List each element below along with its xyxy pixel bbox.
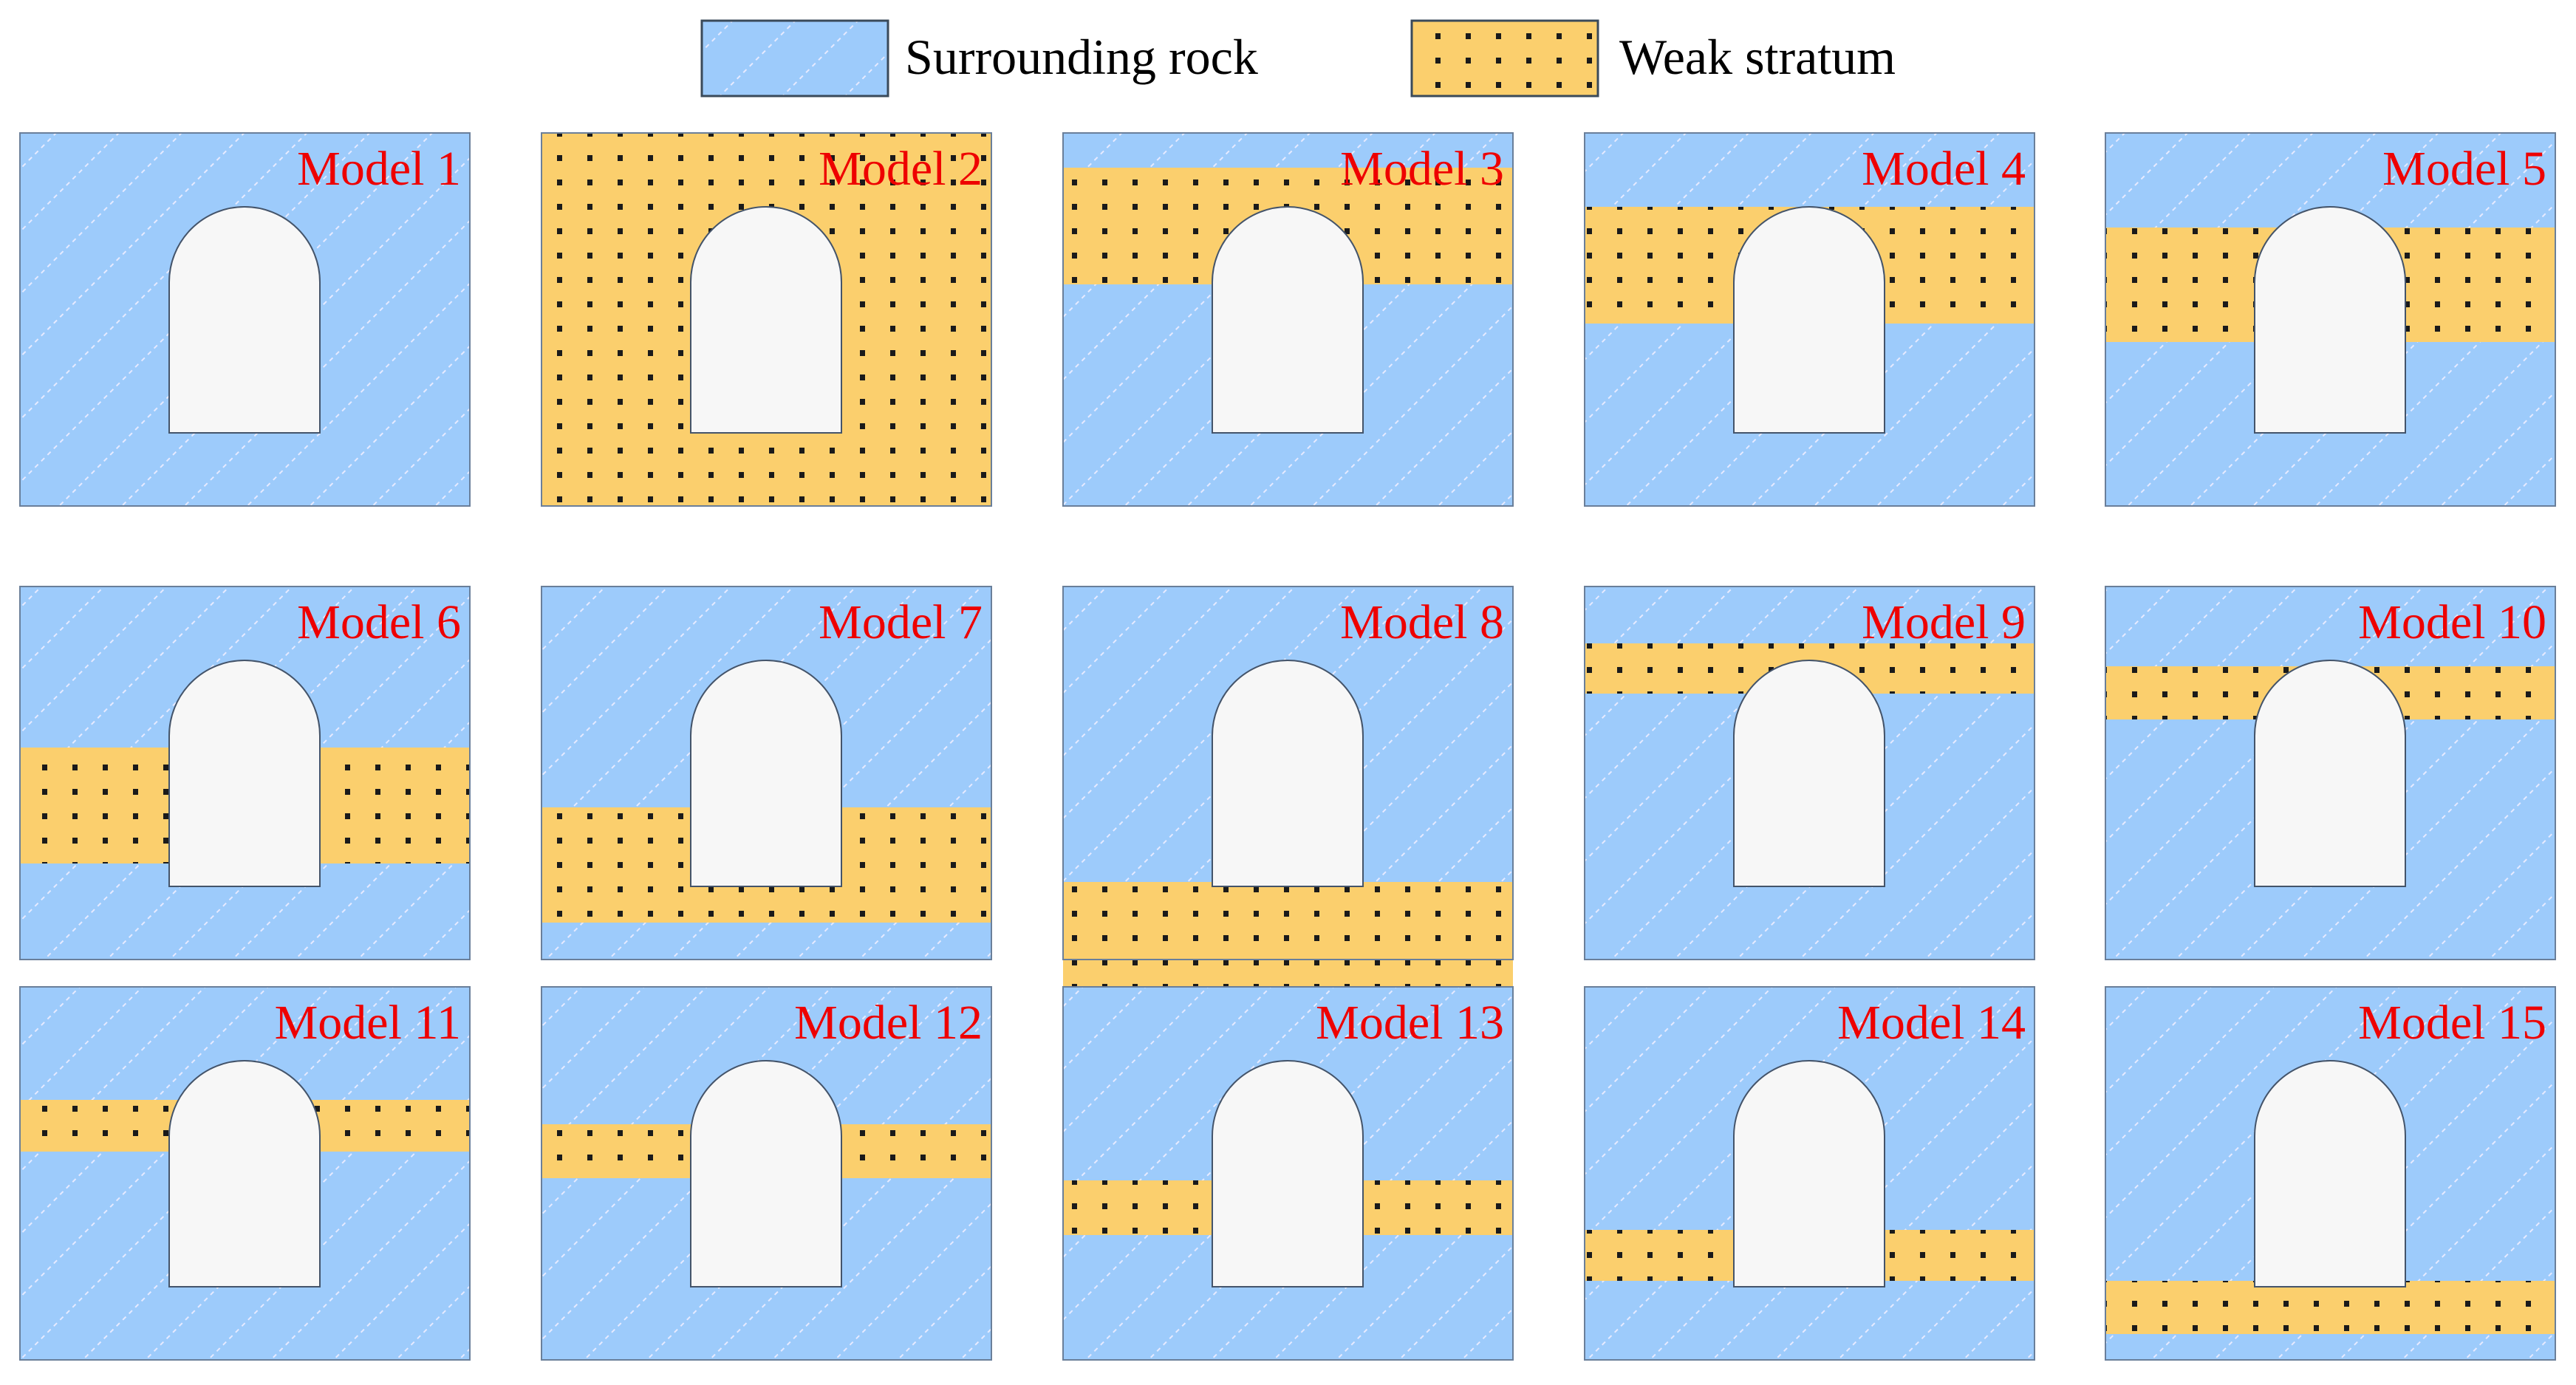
model-label: Model 13 xyxy=(1316,996,1504,1050)
model-label: Model 5 xyxy=(2382,142,2546,196)
tunnel-opening xyxy=(1212,660,1364,887)
panel-border xyxy=(2105,132,2556,507)
legend-swatch-rock xyxy=(700,19,889,98)
weak-stratum-band xyxy=(2105,1281,2555,1334)
model-label: Model 15 xyxy=(2358,996,2546,1050)
panel-border xyxy=(541,132,992,507)
tunnel-opening xyxy=(1733,206,1885,434)
model-label: Model 12 xyxy=(794,996,983,1050)
tunnel-opening xyxy=(690,1060,842,1287)
model-label: Model 6 xyxy=(297,595,461,649)
tunnel-opening xyxy=(690,206,842,434)
panel-border xyxy=(2105,586,2556,960)
tunnel-opening xyxy=(168,1060,321,1287)
panel-border xyxy=(1062,986,1514,1361)
tunnel-opening xyxy=(1733,660,1885,887)
panel-border xyxy=(1062,132,1514,507)
tunnel-opening xyxy=(2254,206,2406,434)
model-panel: Model 1 xyxy=(19,132,471,507)
panel-border xyxy=(2105,986,2556,1361)
model-grid: Model 1 Model 2 Model 3 Model 4 Model 5 Model… xyxy=(19,132,2556,1361)
model-panel: Model 4 xyxy=(1584,132,2035,507)
panel-border xyxy=(19,986,471,1361)
tunnel-opening xyxy=(2254,1060,2406,1287)
panel-border xyxy=(19,586,471,960)
model-panel: Model 5 xyxy=(2105,132,2556,507)
model-label: Model 7 xyxy=(819,595,983,649)
legend: Surrounding rock Weak stratum xyxy=(700,19,1896,98)
tunnel-opening xyxy=(1733,1060,1885,1287)
tunnel-opening xyxy=(1212,206,1364,434)
model-panel: Model 8 xyxy=(1062,586,1514,989)
model-panel: Model 7 xyxy=(541,586,992,960)
model-label: Model 1 xyxy=(297,142,461,196)
model-panel: Model 9 xyxy=(1584,586,2035,960)
model-panel: Model 2 xyxy=(541,132,992,507)
panel-border xyxy=(19,132,471,507)
model-label: Model 14 xyxy=(1837,996,2026,1050)
legend-label-rock: Surrounding rock xyxy=(905,29,1258,85)
tunnel-opening xyxy=(1212,1060,1364,1287)
model-label: Model 11 xyxy=(275,996,461,1050)
tunnel-opening xyxy=(2254,660,2406,887)
model-panel: Model 3 xyxy=(1062,132,1514,507)
weak-stratum-band xyxy=(1063,882,1513,989)
model-panel: Model 15 xyxy=(2105,986,2556,1361)
model-label: Model 4 xyxy=(1862,142,2026,196)
model-panel: Model 13 xyxy=(1062,986,1514,1361)
panel-border xyxy=(1584,586,2035,960)
legend-label-weak: Weak stratum xyxy=(1619,29,1896,85)
model-panel: Model 12 xyxy=(541,986,992,1361)
model-label: Model 3 xyxy=(1340,142,1504,196)
model-label: Model 2 xyxy=(819,142,983,196)
tunnel-opening xyxy=(168,206,321,434)
model-panel: Model 11 xyxy=(19,986,471,1361)
model-panel: Model 10 xyxy=(2105,586,2556,960)
model-label: Model 8 xyxy=(1340,595,1504,649)
tunnel-opening xyxy=(690,660,842,887)
tunnel-opening xyxy=(168,660,321,887)
model-panel: Model 14 xyxy=(1584,986,2035,1361)
model-label: Model 9 xyxy=(1862,595,2026,649)
model-label: Model 10 xyxy=(2358,595,2546,649)
model-panel: Model 6 xyxy=(19,586,471,960)
panel-border xyxy=(541,586,992,960)
panel-border xyxy=(1584,132,2035,507)
legend-swatch-weak xyxy=(1410,19,1599,98)
panel-border xyxy=(1584,986,2035,1361)
panel-border xyxy=(541,986,992,1361)
panel-border xyxy=(1062,586,1514,960)
